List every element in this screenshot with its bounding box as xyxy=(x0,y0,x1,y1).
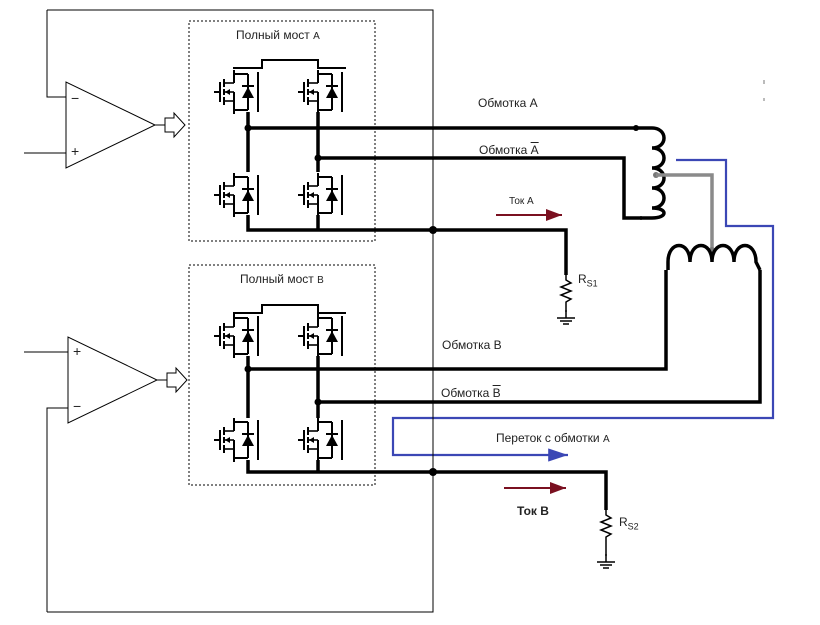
opamp-b-plus: + xyxy=(73,343,82,359)
resistor-rs1 xyxy=(558,275,574,312)
coil-a xyxy=(636,126,666,220)
mosfet-a-top-right xyxy=(297,69,343,115)
rs2-label: RS2 xyxy=(619,515,639,532)
resistor-rs2 xyxy=(598,510,614,556)
opamp-a-plus: + xyxy=(71,143,80,159)
bridge-b-label: Полный мост B xyxy=(240,272,324,286)
mosfet-b-top-left xyxy=(213,313,259,359)
mosfet-a-top-left xyxy=(213,69,259,115)
coil-b xyxy=(666,243,762,271)
mosfet-b-top-right xyxy=(297,313,343,359)
winding-a-bar-label: Обмотка A xyxy=(479,143,539,157)
opamp-a xyxy=(24,10,186,169)
winding-a-label: Обмотка A xyxy=(478,96,538,110)
rs1-label: RS1 xyxy=(578,272,598,289)
mosfet-b-bottom-left xyxy=(213,417,259,463)
bridge-a-label: Полный мост A xyxy=(236,28,320,42)
crossflow-label: Переток с обмотки A xyxy=(496,431,610,445)
opamp-a-minus: − xyxy=(71,90,80,106)
mosfet-b-bottom-right xyxy=(297,417,343,463)
mosfet-a-bottom-right xyxy=(297,172,343,218)
bridge-a-box xyxy=(188,20,376,242)
crossflow-path xyxy=(391,158,775,462)
opamp-b xyxy=(24,336,188,612)
bridge-b-box xyxy=(188,264,376,486)
winding-b-bar-label: Обмотка B xyxy=(441,386,501,400)
winding-b-label: Обмотка B xyxy=(442,338,502,352)
current-a-label: Ток A xyxy=(509,196,534,207)
current-b-label: Ток B xyxy=(517,504,549,518)
opamp-b-minus: − xyxy=(73,398,82,414)
mosfet-a-bottom-left xyxy=(213,172,259,218)
